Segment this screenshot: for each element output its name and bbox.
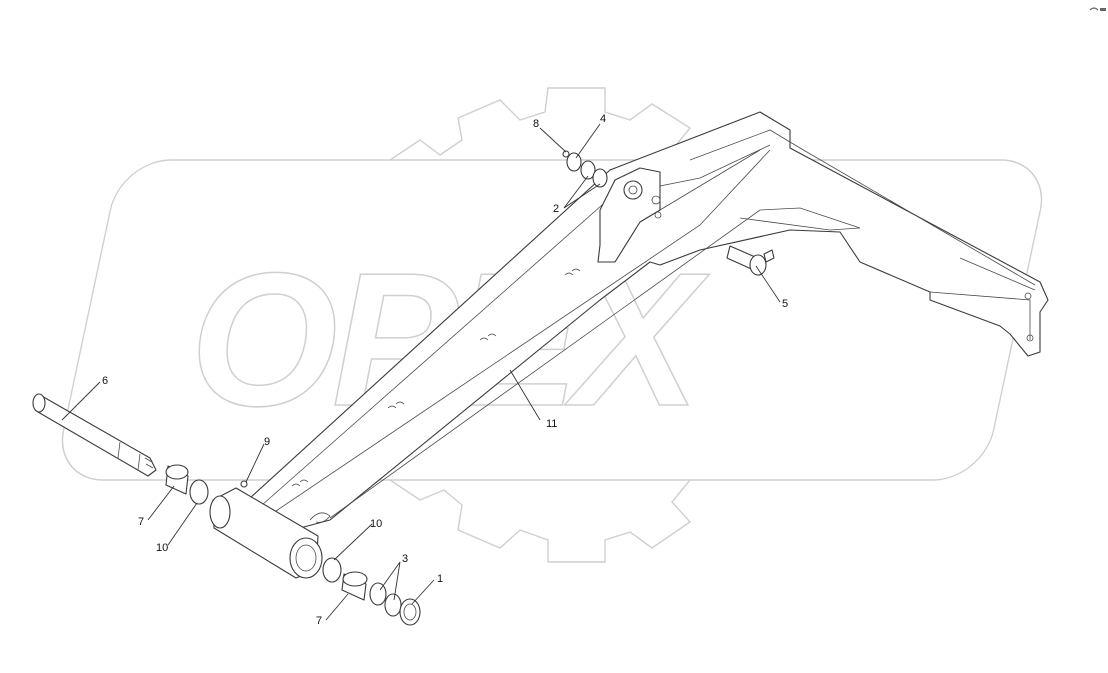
ring-part-10-right — [322, 557, 342, 583]
callout-2: 2 — [553, 203, 559, 215]
callout-10-left: 10 — [156, 542, 168, 554]
leader-lines — [61, 123, 781, 621]
callout-5: 5 — [782, 298, 788, 310]
callout-7-left: 7 — [138, 516, 144, 528]
ring-part-4 — [566, 152, 582, 172]
fitting-part-8 — [562, 150, 570, 158]
boom-arm-body — [249, 111, 1049, 529]
pivot-bracket — [597, 167, 661, 263]
callout-7-right: 7 — [316, 615, 322, 627]
boom-arm — [249, 111, 1049, 529]
callout-8: 8 — [533, 118, 539, 130]
grease-fitting-part-9 — [240, 480, 248, 488]
callout-6: 6 — [102, 375, 108, 387]
corner-mark — [1089, 7, 1106, 11]
ring-part-10-left — [189, 479, 209, 505]
callout-3: 3 — [402, 553, 408, 565]
bushing-part-7-left — [165, 464, 189, 495]
ring-part-2-a — [580, 160, 596, 180]
callout-labels: 1 2 3 4 5 6 7 7 8 9 10 10 11 — [102, 113, 788, 627]
ring-part-2-b — [592, 168, 608, 188]
gear-watermark-outline — [389, 87, 692, 563]
nut-part-1 — [399, 598, 421, 626]
callout-4: 4 — [600, 113, 606, 125]
callout-11: 11 — [546, 418, 557, 430]
pin-part-5 — [726, 245, 775, 276]
pin-part-6 — [32, 393, 157, 477]
bushing-part-7-right — [341, 571, 368, 601]
ring-part-3-b — [384, 593, 402, 617]
callout-9: 9 — [264, 436, 270, 448]
callout-1: 1 — [437, 573, 443, 585]
callout-10-right: 10 — [370, 518, 382, 530]
ring-part-3-a — [369, 582, 387, 606]
cylinder-tube — [209, 487, 323, 579]
